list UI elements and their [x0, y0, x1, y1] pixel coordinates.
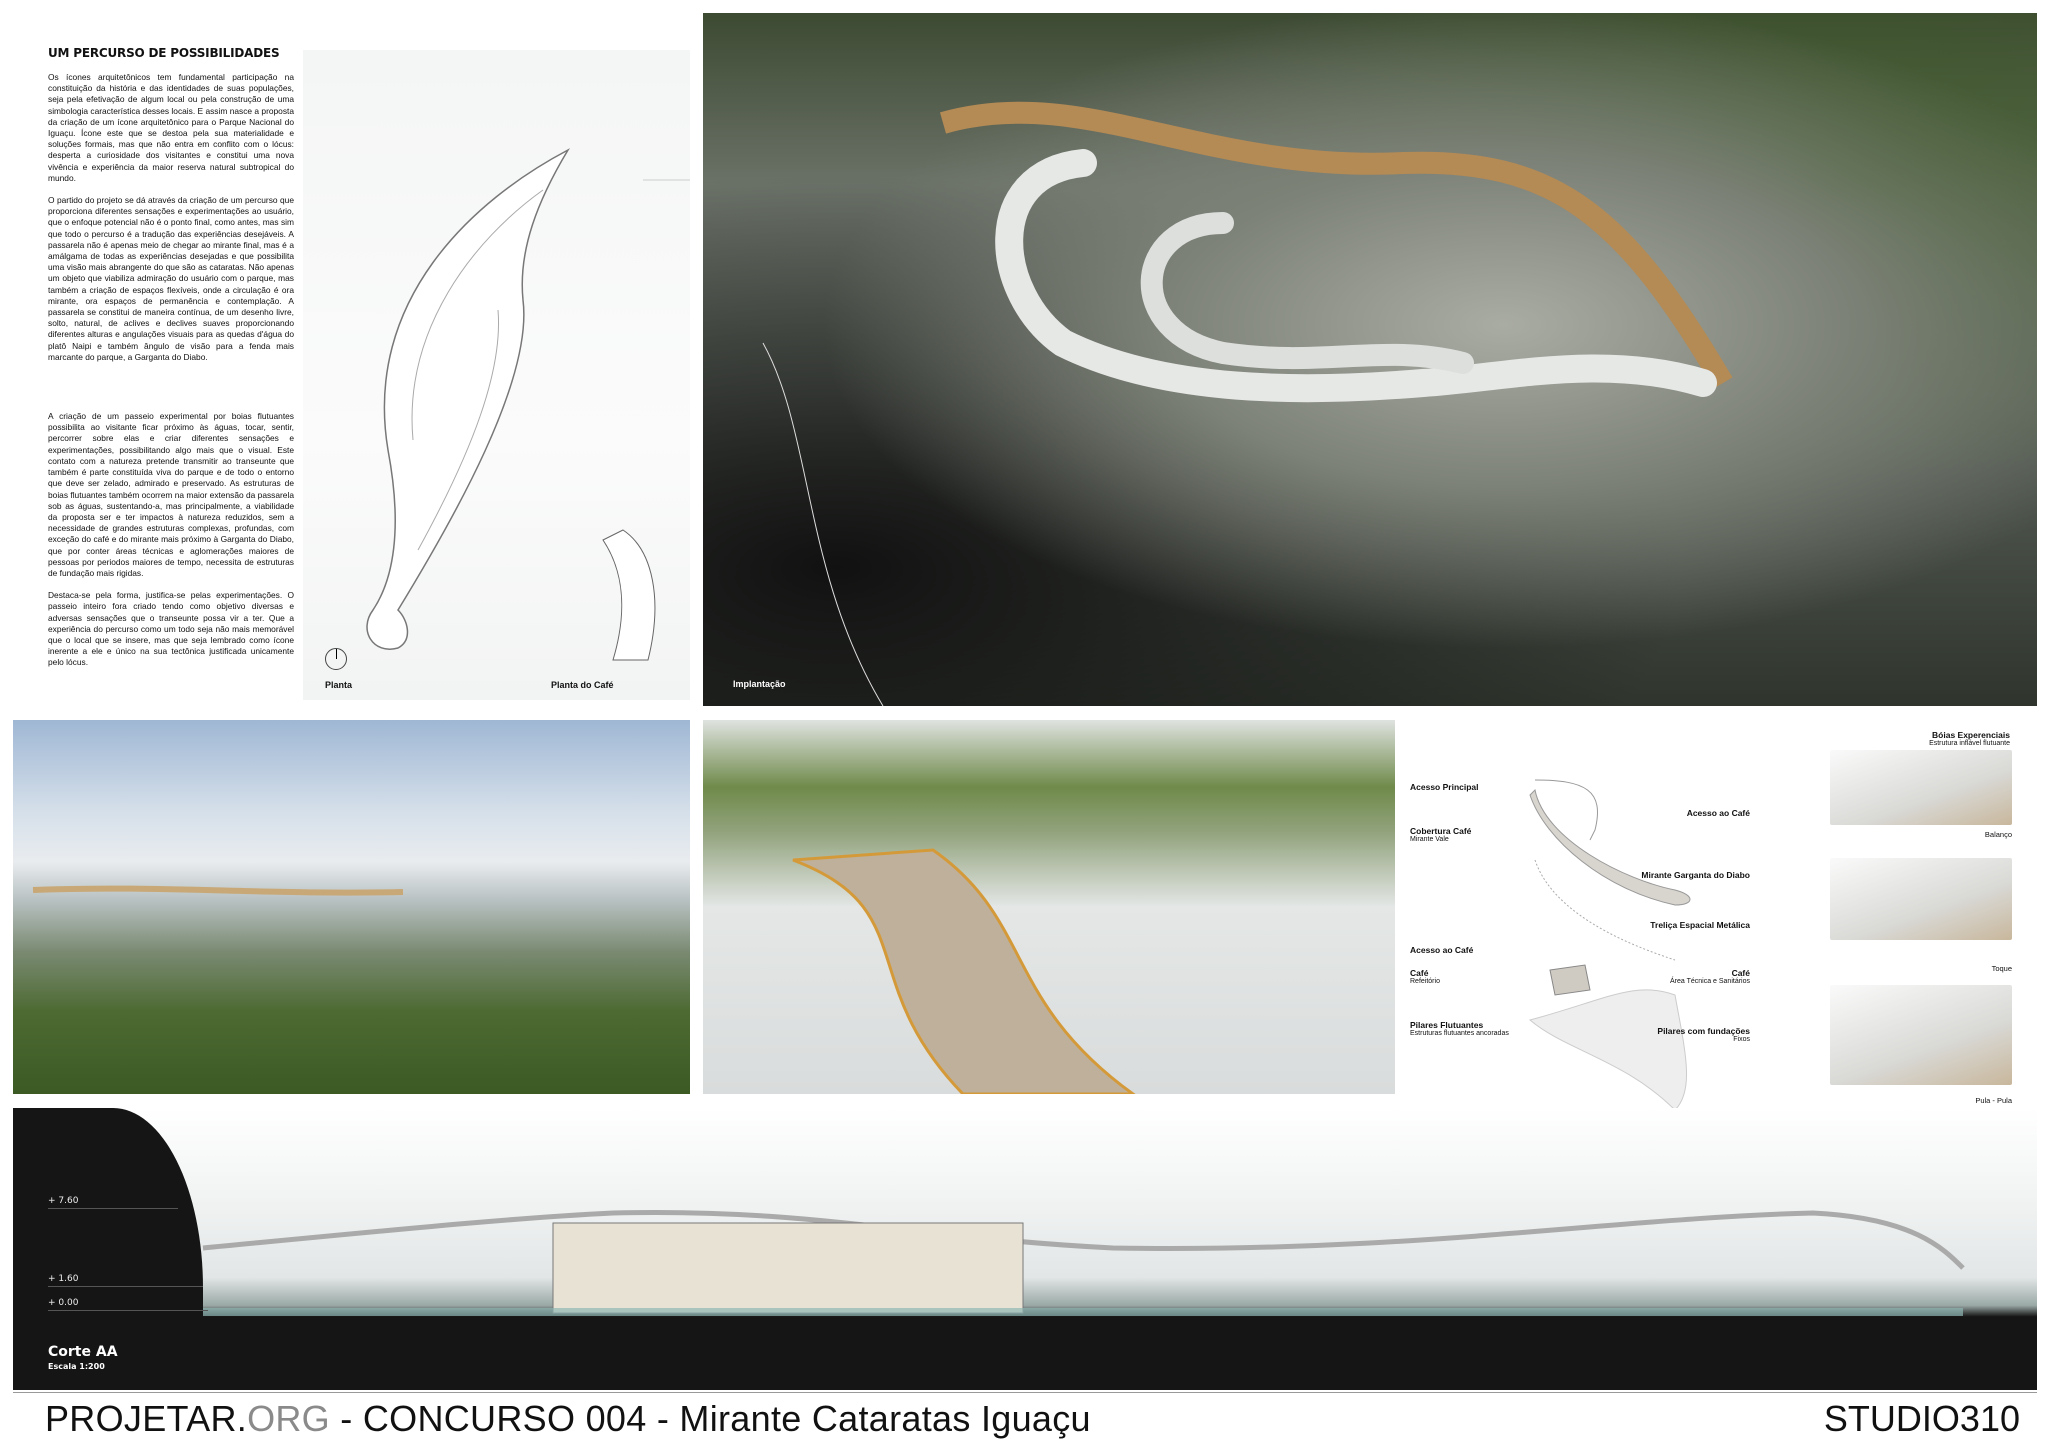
footer-title: PROJETAR.ORG - CONCURSO 004 - Mirante Ca… [45, 1398, 1091, 1439]
terrain-profile [13, 1108, 203, 1390]
axonometric-layers [1528, 779, 1691, 1110]
implantation-label: Implantação [733, 679, 786, 689]
plan-label: Planta [325, 680, 353, 690]
boardwalk-render [792, 848, 1138, 1096]
level-marker: + 1.60 [48, 1274, 203, 1287]
paragraph: Destaca-se pela forma, justifica-se pela… [48, 590, 294, 668]
thumbnail-toque [1830, 858, 2012, 940]
falls-photo-montage [13, 720, 690, 1094]
diagram-label: Acesso ao Café [1410, 945, 1474, 955]
diagram-label: Treliça Espacial Metálica [1650, 920, 1750, 930]
footer-divider [13, 1392, 2037, 1393]
site-implantation-render: Implantação [703, 13, 2037, 707]
description-column: UM PERCURSO DE POSSIBILIDADES Os ícones … [48, 46, 294, 680]
north-icon [325, 648, 347, 670]
thumbnail-balanco [1830, 750, 2012, 825]
level-marker: + 0.00 [48, 1298, 208, 1311]
diagram-label: Mirante Garganta do Diabo [1641, 870, 1750, 880]
cafe-plan-label: Planta do Café [551, 680, 614, 690]
section-scale: Escala 1:200 [48, 1362, 105, 1371]
thumbnail-caption: Pula - Pula [1975, 1096, 2012, 1105]
diagram-label: Acesso Principal [1410, 782, 1479, 792]
walkway-render [762, 101, 1733, 707]
walkway-photo-overlay [32, 885, 404, 896]
thumbnail-caption: Toque [1991, 964, 2012, 973]
section-walkway [202, 1209, 1965, 1316]
section-title: Corte AA [48, 1344, 118, 1360]
thumbnail-pula-pula [1830, 985, 2012, 1085]
level-marker: + 7.60 [48, 1196, 178, 1209]
paragraph: Os ícones arquitetônicos tem fundamental… [48, 72, 294, 183]
plan-drawing: Planta Planta do Café [303, 50, 868, 700]
walkway-perspective-render [703, 720, 1395, 1096]
paragraph: O partido do projeto se dá através da cr… [48, 195, 294, 362]
studio-name: STUDIO310 [1823, 1398, 2020, 1439]
paragraph: A criação de um passeio experimental por… [48, 411, 294, 578]
thumbnail-caption: Balanço [1984, 830, 2012, 839]
description-title: UM PERCURSO DE POSSIBILIDADES [48, 46, 280, 60]
diagram-label: Acesso ao Café [1686, 808, 1750, 818]
walkway-plan-drawing [366, 148, 868, 661]
section-aa-drawing: + 7.60 + 1.60 + 0.00 Corte AA Escala 1:2… [13, 1108, 2037, 1390]
